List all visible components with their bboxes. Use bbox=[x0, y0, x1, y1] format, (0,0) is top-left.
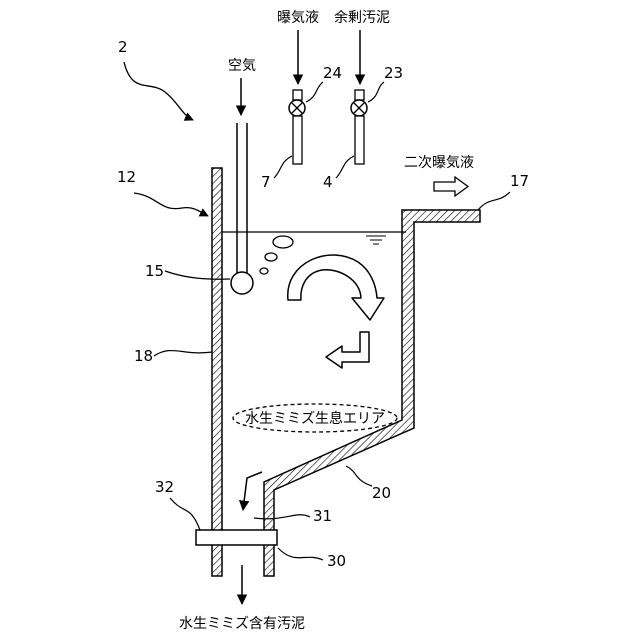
label-output-sludge: 水生ミミズ含有汚泥 bbox=[179, 616, 305, 632]
tank-right-wall-and-bottom bbox=[264, 210, 480, 576]
ref-24: 24 bbox=[323, 64, 342, 82]
ref-15: 15 bbox=[145, 262, 164, 280]
bubble bbox=[273, 236, 293, 248]
bubble bbox=[260, 268, 268, 274]
outflow-hollow-arrow bbox=[434, 177, 468, 196]
ref-7: 7 bbox=[261, 173, 271, 191]
sludge-flow-arrow bbox=[243, 472, 262, 510]
ref-18: 18 bbox=[134, 347, 153, 365]
ref-23: 23 bbox=[384, 64, 403, 82]
diffuser-15 bbox=[231, 272, 253, 294]
bubble bbox=[265, 253, 277, 261]
label-worm-zone: 水生ミミズ生息エリア bbox=[245, 410, 385, 427]
ref-31: 31 bbox=[313, 507, 332, 525]
circulation-flow-arrow bbox=[288, 255, 384, 320]
valve-24-stem bbox=[293, 90, 302, 100]
ref-2: 2 bbox=[118, 38, 128, 56]
label-air: 空気 bbox=[228, 58, 256, 74]
pipe-7 bbox=[293, 116, 302, 164]
ref-12: 12 bbox=[117, 168, 136, 186]
ref-30: 30 bbox=[327, 552, 346, 570]
label-aeration-liquid: 曝気液 bbox=[277, 10, 319, 26]
outlet-pipe-32 bbox=[196, 530, 277, 545]
label-secondary-aeration: 二次曝気液 bbox=[404, 155, 474, 171]
valve-23-stem bbox=[355, 90, 364, 100]
flow-hook-arrow bbox=[326, 332, 369, 368]
label-excess-sludge: 余剰汚泥 bbox=[334, 9, 390, 26]
ref-4: 4 bbox=[323, 173, 333, 191]
leader-2 bbox=[124, 62, 193, 120]
leader-12 bbox=[134, 193, 208, 216]
ref-20: 20 bbox=[372, 484, 391, 502]
left-wall-18 bbox=[212, 168, 222, 576]
ref-32: 32 bbox=[155, 478, 174, 496]
pipe-4 bbox=[355, 116, 364, 164]
ref-17: 17 bbox=[510, 172, 529, 190]
